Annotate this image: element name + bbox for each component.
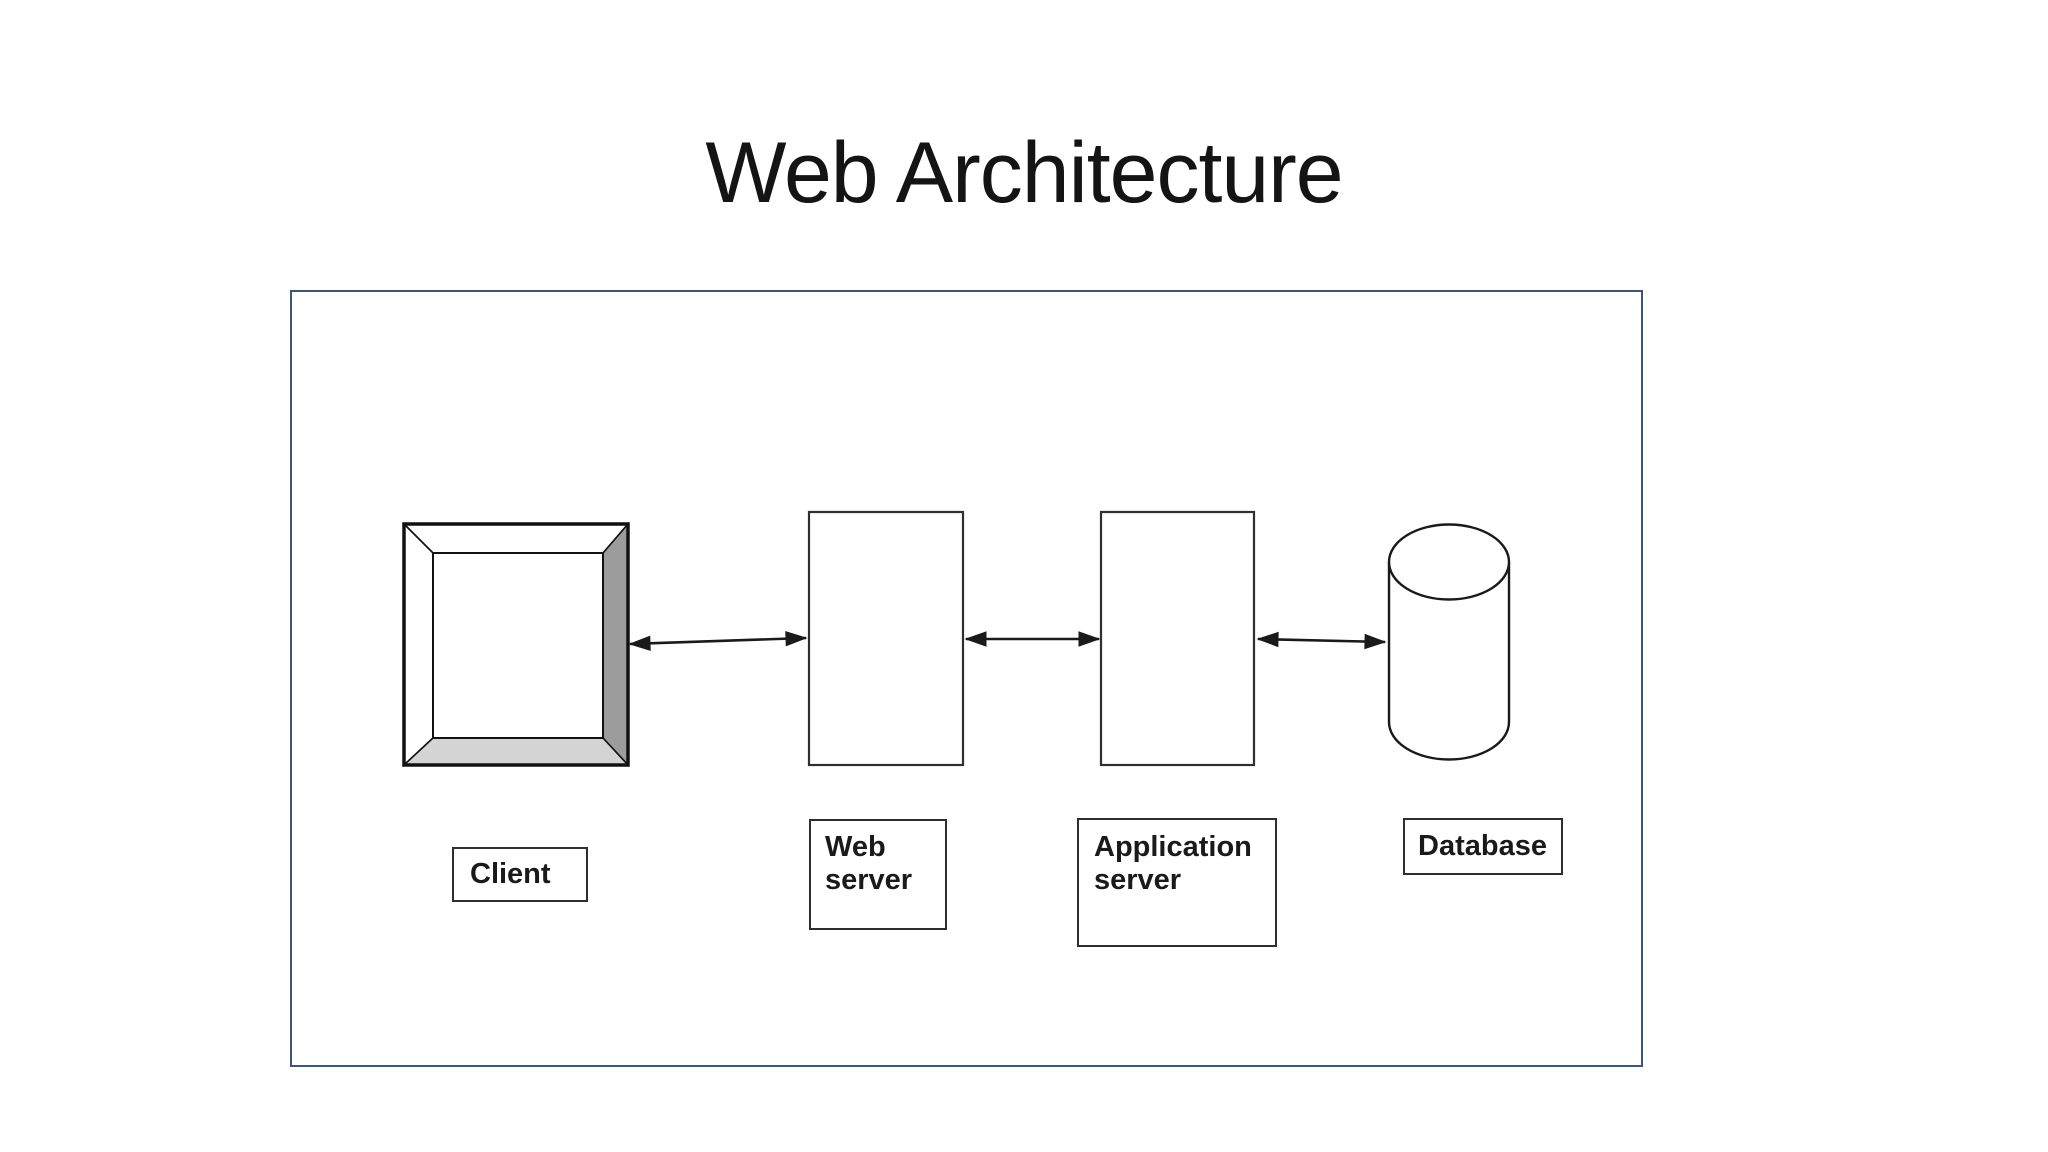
arrow-client-webserver (628, 630, 808, 652)
database-cylinder-shape (1387, 523, 1511, 761)
application-server-shape (1099, 510, 1256, 767)
client-label: Client (452, 847, 588, 902)
application-server-label: Application server (1077, 818, 1277, 947)
web-server-label: Web server (809, 819, 947, 930)
web-server-shape (807, 510, 965, 767)
database-label: Database (1403, 818, 1563, 875)
client-monitor-shape (401, 521, 630, 768)
arrow-appserver-database (1256, 631, 1387, 650)
page-title: Web Architecture (705, 125, 1343, 221)
